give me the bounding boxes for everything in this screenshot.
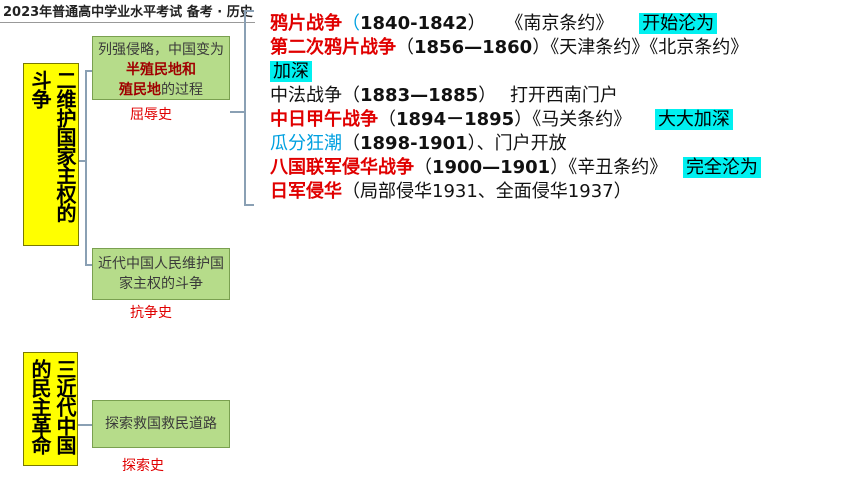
event-treaty: 《天津条约》《北京条约》 xyxy=(550,37,749,58)
connector-line xyxy=(85,70,93,72)
event-tag: 完全沦为 xyxy=(682,157,761,178)
box-humiliation: 列强侵略，中国变为半殖民地和 殖民地的过程 xyxy=(92,36,230,100)
event-name: 瓜分狂潮 xyxy=(270,133,342,154)
event-treaty: 《辛丑条约》 xyxy=(568,157,668,178)
caption-struggle: 抗争史 xyxy=(130,305,172,321)
event-paren: （ xyxy=(378,109,396,130)
event-years: 1856—1860 xyxy=(414,37,533,58)
connector-line xyxy=(85,264,93,266)
event-name: 日军侵华 xyxy=(270,181,342,202)
event-name: 八国联军侵华战争 xyxy=(270,157,414,178)
event-row: 瓜分狂潮（1898-1901）、门户开放 xyxy=(270,132,860,156)
box-humiliation-highlight2: 殖民地 xyxy=(119,82,161,98)
caption-humiliation: 屈辱史 xyxy=(130,107,172,123)
event-years: 1900—1901 xyxy=(432,157,551,178)
event-paren: ） xyxy=(532,37,551,58)
event-paren: （ xyxy=(414,157,432,178)
caption-exploration: 探索史 xyxy=(122,458,164,474)
event-tag: 大大加深 xyxy=(654,109,733,130)
event-row: 鸦片战争（1840-1842） 《南京条约》 开始沦为 xyxy=(270,12,860,36)
box-struggle-text: 近代中国人民维护国家主权的斗争 xyxy=(98,256,224,292)
event-paren: ） xyxy=(613,181,632,202)
event-paren: ） xyxy=(467,133,477,154)
bracket-bottom xyxy=(244,204,254,206)
event-row: 加深 xyxy=(270,60,860,84)
section3-label: 三近代中国 的民主革命 xyxy=(23,352,78,466)
header-rule xyxy=(0,22,255,23)
box-humiliation-highlight1: 半殖民地 xyxy=(126,62,182,78)
event-row: 第二次鸦片战争（1856—1860）《天津条约》《北京条约》 xyxy=(270,36,860,60)
event-tag: 开始沦为 xyxy=(639,13,718,34)
event-paren: ） xyxy=(550,157,569,178)
event-treaty: 、门户开放 xyxy=(476,133,567,154)
event-treaty: 《马关条约》 xyxy=(532,109,632,130)
connector-line xyxy=(79,160,86,162)
event-paren: ） xyxy=(478,85,497,106)
event-treaty: 《南京条约》 xyxy=(505,13,614,34)
event-name: 中法战争 xyxy=(270,85,342,106)
box-humiliation-post: 的过程 xyxy=(161,82,203,98)
event-row: 中法战争（1883—1885） 打开西南门户 xyxy=(270,84,860,108)
event-paren: ） xyxy=(514,109,533,130)
section3-label-left: 的民主革命 xyxy=(28,359,52,454)
bracket-vertical xyxy=(244,10,246,206)
event-paren: （ xyxy=(396,37,414,58)
box-exploration-text: 探索救国救民道路 xyxy=(105,416,217,432)
event-name: 第二次鸦片战争 xyxy=(270,37,396,58)
section2-label-left: 斗争 xyxy=(28,70,52,108)
event-paren: ） xyxy=(467,13,486,34)
connector-line xyxy=(78,424,92,426)
box-struggle: 近代中国人民维护国家主权的斗争 xyxy=(92,248,230,300)
bracket-connector xyxy=(230,111,245,113)
box-exploration: 探索救国救民道路 xyxy=(92,400,230,448)
event-name: 鸦片战争 xyxy=(270,13,342,34)
event-treaty: 打开西南门户 xyxy=(509,85,618,106)
bracket-top xyxy=(244,10,254,12)
page-header: 2023年普通高中学业水平考试 备考 · 历史 xyxy=(3,5,253,20)
event-years: 1840-1842 xyxy=(360,13,468,34)
section2-label: 二维护国家主权的 斗争 xyxy=(23,63,79,246)
events-list: 鸦片战争（1840-1842） 《南京条约》 开始沦为 第二次鸦片战争（1856… xyxy=(270,12,860,204)
section2-label-right: 二维护国家主权的 xyxy=(53,70,77,222)
event-row: 八国联军侵华战争（1900—1901）《辛丑条约》 完全沦为 xyxy=(270,156,860,180)
box-humiliation-pre: 列强侵略，中国变为 xyxy=(98,42,224,58)
section3-label-right: 三近代中国 xyxy=(53,359,77,454)
box-humiliation-and: 和 xyxy=(182,62,196,78)
event-paren: （ xyxy=(342,85,360,106)
event-years: 1898-1901 xyxy=(360,133,468,154)
event-years: 局部侵华1931、全面侵华1937 xyxy=(360,181,614,202)
event-row: 中日甲午战争（1894－1895）《马关条约》 大大加深 xyxy=(270,108,860,132)
event-paren: （ xyxy=(342,133,360,154)
event-years: 1894－1895 xyxy=(396,109,515,130)
event-years: 1883—1885 xyxy=(360,85,479,106)
event-paren: （ xyxy=(342,13,360,34)
event-paren: （ xyxy=(342,181,360,202)
event-row: 日军侵华（局部侵华1931、全面侵华1937） xyxy=(270,180,860,204)
event-name: 中日甲午战争 xyxy=(270,109,378,130)
event-tag: 加深 xyxy=(270,61,312,82)
connector-line xyxy=(85,70,87,265)
